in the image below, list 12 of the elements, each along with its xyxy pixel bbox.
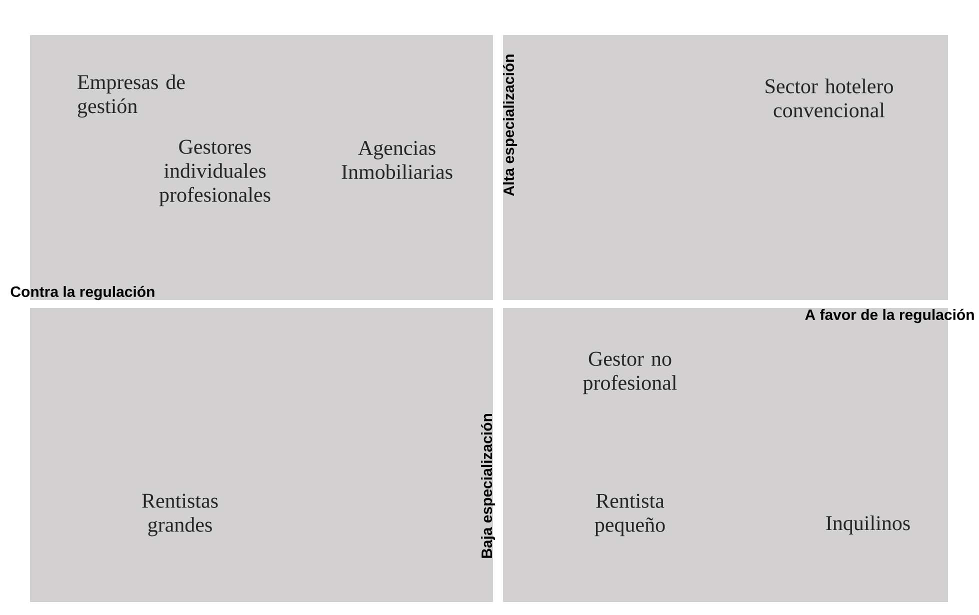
axis-label: A favor de la regulación [805, 308, 974, 324]
axis-label: Contra la regulación [10, 286, 154, 300]
quadrant-text: Inquilinos [826, 515, 910, 534]
axis-label: Alta especialización [502, 54, 518, 196]
quadrant-text: Rentistas grandes [142, 494, 218, 536]
axis-label: Baja especialización [480, 414, 496, 558]
quadrant-text: Agencias Inmobiliarias [342, 140, 452, 180]
quadrant-text: Empresas de gestión [78, 74, 185, 118]
quadrant-text: Sector hotelero convencional [766, 78, 893, 118]
quadrant-text: Gestores individuales profesionales [159, 140, 270, 206]
quadrant-text: Gestor no profesional [583, 352, 677, 394]
quadrant-text: Rentista pequeño [594, 494, 665, 536]
